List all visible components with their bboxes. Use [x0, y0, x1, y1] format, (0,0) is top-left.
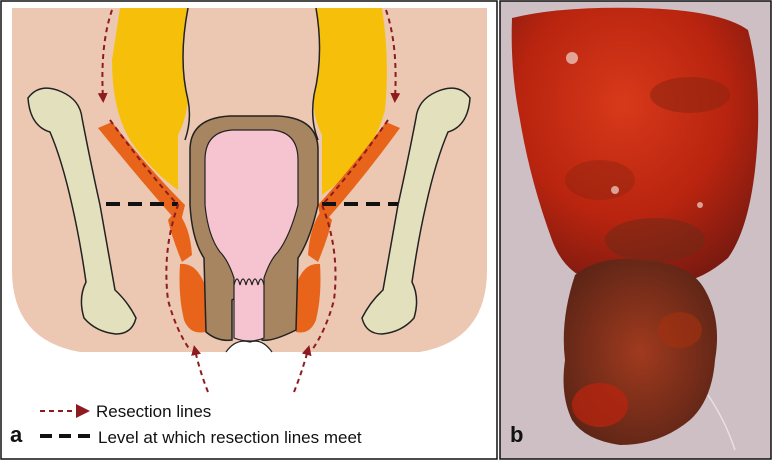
- specimen-highlight-3: [697, 202, 703, 208]
- panel-a: Resection lines Level at which resection…: [1, 1, 497, 459]
- legend-level-label: Level at which resection lines meet: [98, 428, 362, 447]
- tumor-red-area-2: [658, 312, 702, 348]
- specimen-mottle-3: [605, 218, 705, 262]
- specimen-highlight-1: [566, 52, 578, 64]
- panel-a-letter: a: [10, 422, 23, 447]
- panel-b: b: [500, 1, 771, 459]
- legend-resection-label: Resection lines: [96, 402, 211, 421]
- panel-b-letter: b: [510, 422, 523, 447]
- tumor-red-area-1: [572, 383, 628, 427]
- specimen-mottle-1: [650, 77, 730, 113]
- specimen-highlight-2: [611, 186, 619, 194]
- specimen-mottle-2: [565, 160, 635, 200]
